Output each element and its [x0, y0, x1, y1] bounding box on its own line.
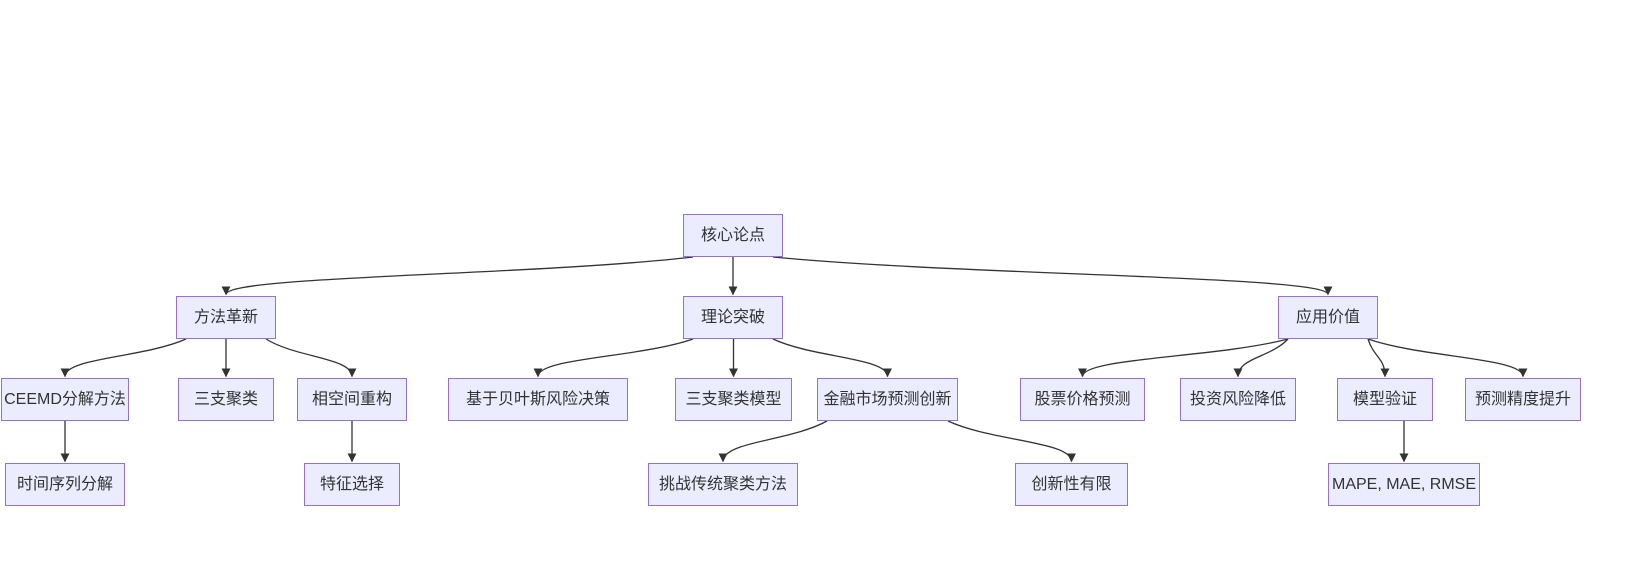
node-label: 三支聚类	[193, 390, 258, 408]
node-fin: 金融市场预测创新	[817, 378, 958, 421]
node-label: CEEMD分解方法	[4, 390, 126, 408]
node-method: 方法革新	[176, 296, 276, 339]
node-label: 投资风险降低	[1189, 390, 1286, 408]
node-limited: 创新性有限	[1015, 463, 1128, 506]
node-root: 核心论点	[683, 214, 783, 257]
node-theory: 理论突破	[683, 296, 783, 339]
node-phase: 相空间重构	[297, 378, 407, 421]
node-label: 模型验证	[1352, 390, 1417, 408]
node-label: 时间序列分解	[16, 475, 113, 493]
node-three_cluster: 三支聚类	[178, 378, 274, 421]
node-label: 应用价值	[1295, 308, 1360, 326]
node-label: 理论突破	[700, 308, 765, 326]
node-label: 三支聚类模型	[685, 390, 782, 408]
node-label: 核心论点	[700, 226, 765, 244]
node-ceemd: CEEMD分解方法	[1, 378, 129, 421]
node-label: 特征选择	[319, 475, 384, 493]
node-label: 预测精度提升	[1474, 390, 1571, 408]
node-label: 金融市场预测创新	[823, 390, 952, 408]
node-ts_decomp: 时间序列分解	[5, 463, 125, 506]
node-precision: 预测精度提升	[1465, 378, 1581, 421]
node-metrics: MAPE, MAE, RMSE	[1328, 463, 1480, 506]
node-risk: 投资风险降低	[1180, 378, 1296, 421]
node-bayes: 基于贝叶斯风险决策	[448, 378, 628, 421]
node-label: 相空间重构	[311, 390, 392, 408]
node-label: 股票价格预测	[1034, 390, 1131, 408]
node-feature: 特征选择	[304, 463, 400, 506]
node-label: 方法革新	[193, 308, 258, 326]
node-stock: 股票价格预测	[1020, 378, 1145, 421]
node-challenge: 挑战传统聚类方法	[648, 463, 798, 506]
node-label: 创新性有限	[1031, 475, 1112, 493]
node-label: 挑战传统聚类方法	[658, 475, 787, 493]
node-three_model: 三支聚类模型	[675, 378, 792, 421]
node-label: 基于贝叶斯风险决策	[465, 390, 610, 408]
node-label: MAPE, MAE, RMSE	[1331, 475, 1477, 493]
node-model_val: 模型验证	[1337, 378, 1433, 421]
node-value: 应用价值	[1278, 296, 1378, 339]
